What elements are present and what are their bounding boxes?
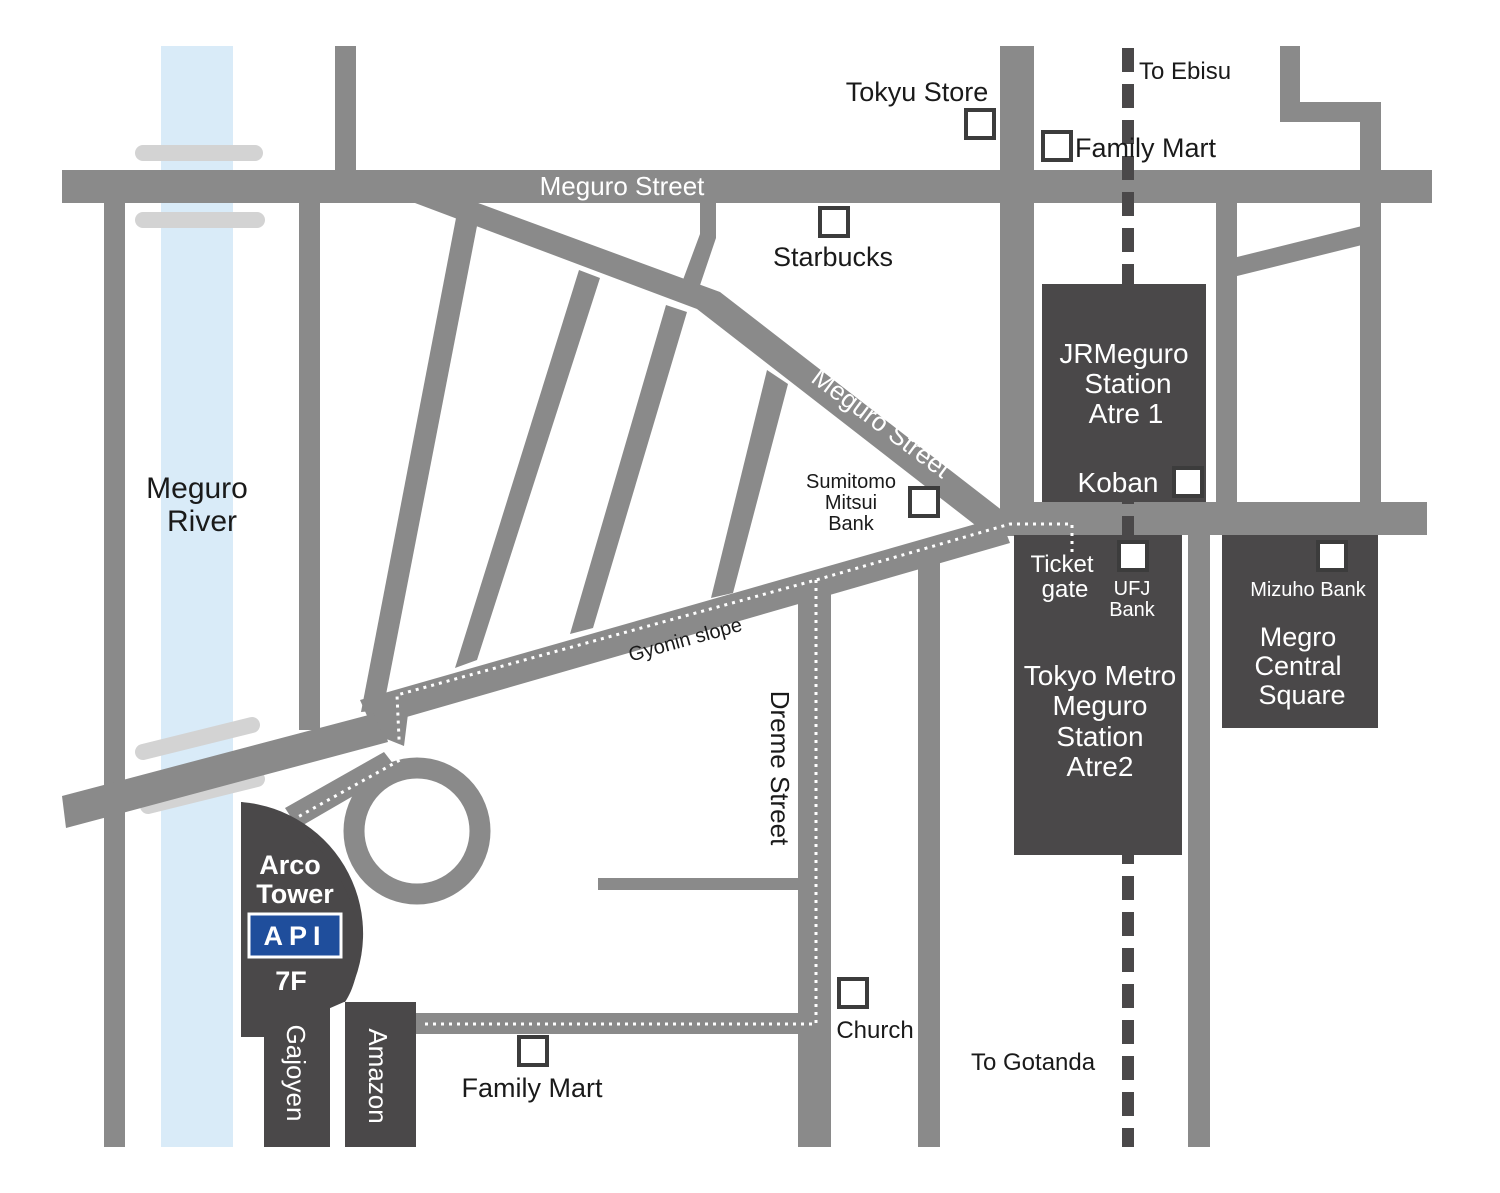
starbucks-marker xyxy=(818,206,850,238)
jr-station-label-line3: Atre 1 xyxy=(1089,398,1164,429)
road xyxy=(415,1013,815,1034)
metro-label-line4: Atre2 xyxy=(1067,751,1134,782)
roads xyxy=(62,46,1432,1147)
central-square-label-line3: Square xyxy=(1258,680,1345,710)
landmark-markers xyxy=(517,108,1348,1067)
bridge xyxy=(140,771,265,814)
mizuho-label: Mizuho Bank xyxy=(1250,579,1367,601)
tokyo-metro-meguro-station-atre2 xyxy=(1014,535,1182,855)
road xyxy=(361,218,477,712)
meguro-street-diagonal xyxy=(415,200,1012,535)
starbucks-label: Starbucks xyxy=(773,242,893,272)
smbc-label-line1: Sumitomo xyxy=(806,471,896,493)
bridges xyxy=(135,145,265,814)
bridge xyxy=(135,717,260,760)
floor-label: 7F xyxy=(275,966,307,996)
dreme-street-label: Dreme Street xyxy=(765,691,795,846)
ticket-gate-label-line1: Ticket xyxy=(1030,551,1093,578)
ufj-label-line2: Bank xyxy=(1109,599,1156,621)
tokyu-store-label: Tokyu Store xyxy=(846,77,989,107)
smbc-label-line2: Mitsui xyxy=(825,492,877,514)
mizuho-marker xyxy=(1316,540,1348,572)
road xyxy=(570,305,687,634)
to-ebisu-label: To Ebisu xyxy=(1139,58,1231,85)
meguro-street-top-label: Meguro Street xyxy=(540,171,706,201)
api-logo-badge xyxy=(247,912,343,959)
dreme-street xyxy=(798,580,831,1147)
road xyxy=(372,698,410,746)
road xyxy=(1225,226,1366,278)
to-gotanda-label: To Gotanda xyxy=(971,1049,1096,1076)
tokyu-store-marker xyxy=(964,108,996,140)
river-label-line2: River xyxy=(167,505,237,538)
road xyxy=(677,200,716,300)
road xyxy=(285,752,398,828)
road xyxy=(598,878,808,890)
smbc-label-line3: Bank xyxy=(828,513,875,535)
amazon-building xyxy=(345,1002,416,1147)
road xyxy=(455,270,600,668)
road xyxy=(299,190,320,730)
road xyxy=(1360,104,1381,520)
jr-meguro-station-atre1 xyxy=(1042,284,1206,502)
smbc-marker xyxy=(908,486,940,518)
jr-station-label-line1: JRMeguro xyxy=(1059,338,1188,369)
road xyxy=(711,370,788,598)
gajoyen-building xyxy=(264,1002,330,1147)
meguro-river xyxy=(161,46,233,1147)
meguro-street-diag-label: Meguro Street xyxy=(806,362,957,485)
road xyxy=(62,712,388,828)
arco-tower-label-line1: Arco xyxy=(259,850,321,880)
road xyxy=(918,550,940,1147)
amazon-label: Amazon xyxy=(363,1028,393,1123)
central-square-label-line2: Central xyxy=(1254,651,1341,681)
central-square-label-line1: Megro xyxy=(1260,622,1337,652)
river-label-line1: Meguro xyxy=(146,472,248,505)
jr-station-label-line2: Station xyxy=(1084,368,1171,399)
ufj-marker xyxy=(1117,540,1149,572)
road xyxy=(1216,190,1237,520)
family-mart-top-label: Family Mart xyxy=(1075,133,1216,163)
church-marker xyxy=(837,977,869,1009)
koban-marker xyxy=(1172,466,1204,498)
api-logo-text: API xyxy=(263,921,326,951)
koban-label: Koban xyxy=(1078,467,1159,498)
road xyxy=(104,190,125,1147)
road xyxy=(1000,46,1034,536)
road xyxy=(1280,46,1381,122)
family-mart-bottom-label: Family Mart xyxy=(462,1073,603,1103)
metro-label-line2: Meguro xyxy=(1053,690,1148,721)
metro-label-line1: Tokyo Metro xyxy=(1024,660,1177,691)
ufj-label-line1: UFJ xyxy=(1114,578,1151,600)
gajoyen-label: Gajoyen xyxy=(281,1025,311,1122)
road xyxy=(1000,502,1427,535)
family-mart-bottom-marker xyxy=(517,1035,549,1067)
metro-label-line3: Station xyxy=(1056,721,1143,752)
arco-tower-label-line2: Tower xyxy=(256,879,334,909)
gyonin-slope xyxy=(360,517,1010,727)
church-label: Church xyxy=(836,1017,913,1044)
labels: Meguro River Meguro Street Meguro Street… xyxy=(146,58,1367,1124)
megro-central-square xyxy=(1222,535,1378,728)
road xyxy=(1188,520,1210,1147)
roundabout xyxy=(343,757,491,905)
road xyxy=(335,46,356,186)
family-mart-top-marker xyxy=(1041,130,1073,162)
ticket-gate-label-line2: gate xyxy=(1042,576,1089,603)
meguro-street-horizontal xyxy=(62,170,1432,203)
